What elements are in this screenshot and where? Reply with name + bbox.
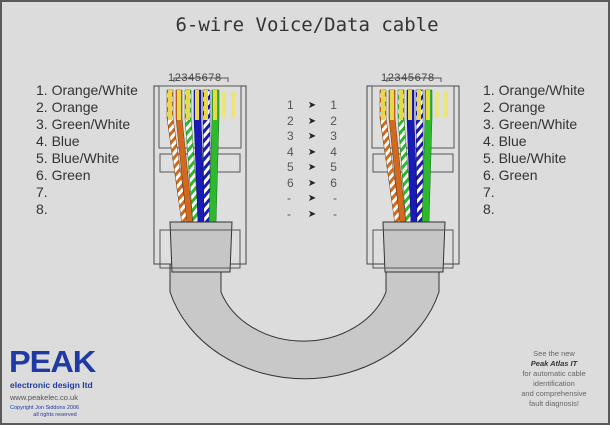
right-wire-4: 4. Blue — [483, 133, 527, 149]
pin-map-row: 5 ➤ 5 — [287, 160, 337, 176]
rights-line: all rights reserved — [33, 412, 77, 418]
right-wire-list: 1. Orange/White 2. Orange 3. Green/White… — [483, 82, 585, 218]
pin-to: 6 — [330, 175, 337, 190]
pin-map-row: 4 ➤ 4 — [287, 145, 337, 161]
copyright: Copyright Jon Siddons 2006 all rights re… — [10, 405, 100, 419]
pin-to: 2 — [330, 113, 337, 128]
left-wire-5: 5. Blue/White — [36, 150, 120, 166]
right-pin-numbers: 12345678 — [381, 72, 435, 84]
left-wire-1: 1. Orange/White — [36, 82, 138, 98]
copyright-line: Copyright Jon Siddons 2006 — [10, 405, 80, 411]
right-wire-2: 2. Orange — [483, 99, 546, 115]
arrow-icon: ➤ — [307, 146, 317, 158]
left-pin-numbers: 12345678 — [168, 72, 222, 84]
pin-to: 3 — [330, 129, 337, 143]
pin-from: 6 — [287, 175, 294, 190]
pin-to: - — [332, 206, 337, 221]
left-wire-list: 1. Orange/White 2. Orange 3. Green/White… — [36, 82, 138, 218]
promo-text: See the new Peak Atlas IT for automatic … — [504, 349, 604, 409]
right-rj-connector — [366, 77, 460, 273]
promo-product: Peak Atlas IT — [530, 359, 578, 368]
pin-to: 5 — [330, 160, 337, 174]
promo-line: identification — [533, 379, 575, 388]
promo-line: fault diagnosis! — [528, 399, 580, 408]
pin-map-row: 3 ➤ 3 — [287, 129, 337, 145]
promo-line: and comprehensive — [521, 389, 587, 398]
arrow-icon: ➤ — [307, 177, 317, 189]
pin-from: 2 — [287, 113, 294, 128]
diagram-title: 6-wire Voice/Data cable — [175, 14, 439, 36]
left-wire-8: 8. — [36, 201, 48, 217]
right-wire-3: 3. Green/White — [483, 116, 578, 132]
left-rj-connector — [153, 77, 247, 273]
right-wire-7: 7. — [483, 184, 495, 200]
arrow-icon: ➤ — [307, 193, 317, 204]
arrow-icon: ➤ — [307, 115, 317, 127]
promo-line: for automatic cable — [522, 369, 586, 378]
pin-from: 5 — [287, 160, 294, 174]
peak-url: www.peakelec.co.uk — [10, 393, 78, 402]
left-wire-2: 2. Orange — [36, 99, 99, 115]
promo-line: See the new — [533, 349, 575, 358]
pin-from: 3 — [287, 129, 294, 143]
pin-map-row: 2 ➤ 2 — [287, 114, 337, 130]
pin-to: 1 — [330, 98, 337, 112]
right-wire-8: 8. — [483, 201, 495, 217]
right-wire-6: 6. Green — [483, 167, 538, 183]
right-wire-1: 1. Orange/White — [483, 82, 585, 98]
pin-map-row: 6 ➤ 6 — [287, 176, 337, 192]
pin-map-row: 1 ➤ 1 — [287, 98, 337, 114]
pin-from: - — [287, 206, 291, 221]
left-wire-6: 6. Green — [36, 167, 91, 183]
pin-to: 4 — [330, 144, 337, 159]
left-wire-7: 7. — [36, 184, 48, 200]
peak-subtitle: electronic design ltd — [10, 380, 93, 390]
left-wire-3: 3. Green/White — [36, 116, 131, 132]
pin-map-row: - ➤ - — [287, 207, 337, 223]
peak-logo: PEAK — [9, 344, 96, 379]
pin-from: 1 — [287, 98, 294, 112]
arrow-icon: ➤ — [307, 208, 317, 220]
arrow-icon: ➤ — [307, 162, 317, 173]
pin-to: - — [332, 191, 337, 205]
arrow-icon: ➤ — [307, 100, 317, 111]
pin-mapping: 1 ➤ 1 2 ➤ 2 3 ➤ 3 4 ➤ 4 5 ➤ 5 6 ➤ 6 - ➤ - - ➤ - — [287, 98, 337, 222]
pin-map-row: - ➤ - — [287, 191, 337, 207]
pin-from: 4 — [287, 144, 294, 159]
left-wire-4: 4. Blue — [36, 133, 80, 149]
right-wire-5: 5. Blue/White — [483, 150, 567, 166]
pin-from: - — [287, 191, 291, 205]
arrow-icon: ➤ — [307, 131, 317, 142]
